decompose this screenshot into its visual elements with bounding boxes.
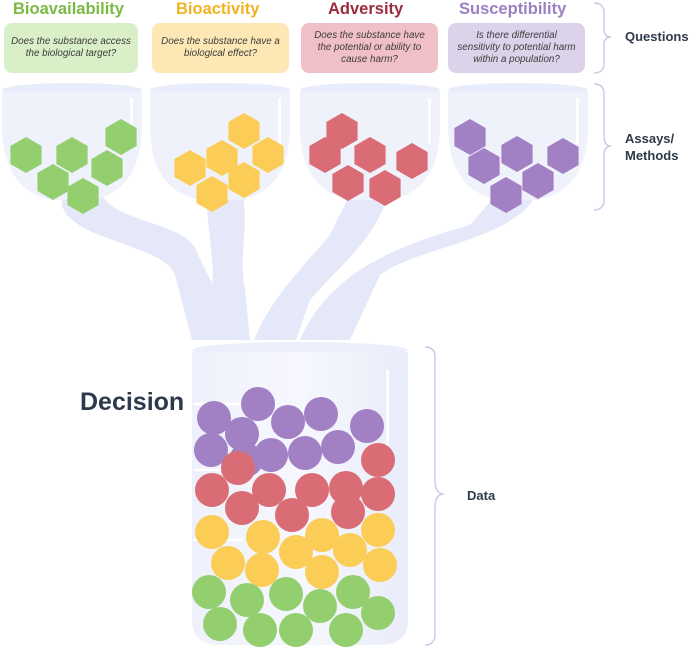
hexagons-bioavailability — [10, 119, 137, 214]
circle-icon — [288, 436, 322, 470]
hexagon-icon — [369, 170, 401, 206]
circle-icon — [225, 491, 259, 525]
hexagon-icon — [56, 137, 88, 173]
hexagon-icon — [228, 162, 260, 198]
circles-bioactivity — [195, 513, 397, 589]
hexagons-susceptibility — [454, 119, 579, 213]
question-adversity: Does the substance have the potential or… — [301, 23, 438, 73]
question-bioactivity: Does the substance have a biological eff… — [152, 23, 289, 73]
hexagon-icon — [309, 137, 341, 173]
circle-icon — [279, 613, 313, 647]
circle-icon — [361, 596, 395, 630]
circle-icon — [275, 498, 309, 532]
circle-icon — [329, 613, 363, 647]
circle-icon — [333, 533, 367, 567]
circle-icon — [203, 607, 237, 641]
circle-icon — [221, 451, 255, 485]
circle-icon — [230, 583, 264, 617]
label-data: Data — [467, 488, 496, 503]
circle-icon — [279, 535, 313, 569]
circle-icon — [321, 430, 355, 464]
circle-icon — [192, 575, 226, 609]
circle-icon — [252, 473, 286, 507]
hexagon-icon — [91, 150, 123, 186]
circle-icon — [295, 473, 329, 507]
circle-icon — [195, 473, 229, 507]
circle-icon — [350, 409, 384, 443]
funnel-stems — [62, 190, 538, 340]
hexagon-icon — [252, 137, 284, 173]
circle-icon — [304, 397, 338, 431]
hexagon-icon — [228, 113, 260, 149]
label-assays-methods: Assays/ Methods — [625, 131, 679, 163]
hexagon-icon — [326, 113, 358, 149]
hexagon-icon — [501, 136, 533, 172]
label-questions: Questions — [625, 29, 689, 44]
hexagon-icon — [332, 165, 364, 201]
side-brackets — [424, 2, 612, 646]
funnel-cups — [2, 83, 588, 214]
hexagon-icon — [206, 140, 238, 176]
circle-icon — [361, 443, 395, 477]
circle-icon — [195, 515, 229, 549]
hexagons-bioactivity — [174, 113, 284, 212]
title-susceptibility: Susceptibility — [459, 0, 567, 18]
circle-icon — [241, 387, 275, 421]
circle-icon — [363, 548, 397, 582]
circle-icon — [336, 575, 370, 609]
hexagon-icon — [468, 148, 500, 184]
question-bioavailability: Does the substance access the biological… — [4, 23, 138, 73]
hexagons-adversity — [309, 113, 428, 206]
circle-icon — [303, 589, 337, 623]
circle-icon — [211, 546, 245, 580]
circle-icon — [269, 577, 303, 611]
hexagon-icon — [10, 137, 42, 173]
hexagon-icon — [396, 143, 428, 179]
circle-icon — [331, 495, 365, 529]
hexagon-icon — [105, 119, 137, 155]
circle-icon — [361, 513, 395, 547]
circle-icon — [243, 613, 277, 647]
hexagon-icon — [196, 176, 228, 212]
hexagon-icon — [174, 150, 206, 186]
title-adversity: Adversity — [328, 0, 404, 18]
hexagon-icon — [354, 137, 386, 173]
hexagon-icon — [454, 119, 486, 155]
question-susceptibility: Is there differential sensitivity to pot… — [448, 23, 585, 73]
data-circles — [192, 387, 397, 647]
hexagon-icon — [37, 164, 69, 200]
hexagon-icon — [547, 138, 579, 174]
hexagon-icon — [522, 163, 554, 199]
circle-icon — [194, 433, 228, 467]
circle-icon — [245, 553, 279, 587]
circle-icon — [305, 555, 339, 589]
circles-adversity — [195, 443, 395, 532]
circle-icon — [271, 405, 305, 439]
hexagon-icon — [67, 178, 99, 214]
decision-label: Decision — [80, 388, 185, 416]
circles-bioavailability — [192, 575, 395, 647]
circle-icon — [361, 477, 395, 511]
circle-icon — [197, 401, 231, 435]
hexagon-icon — [490, 177, 522, 213]
circle-icon — [225, 417, 259, 451]
title-bioavailability: Bioavailability — [13, 0, 124, 18]
title-bioactivity: Bioactivity — [176, 0, 260, 18]
circle-icon — [246, 520, 280, 554]
circle-icon — [305, 518, 339, 552]
